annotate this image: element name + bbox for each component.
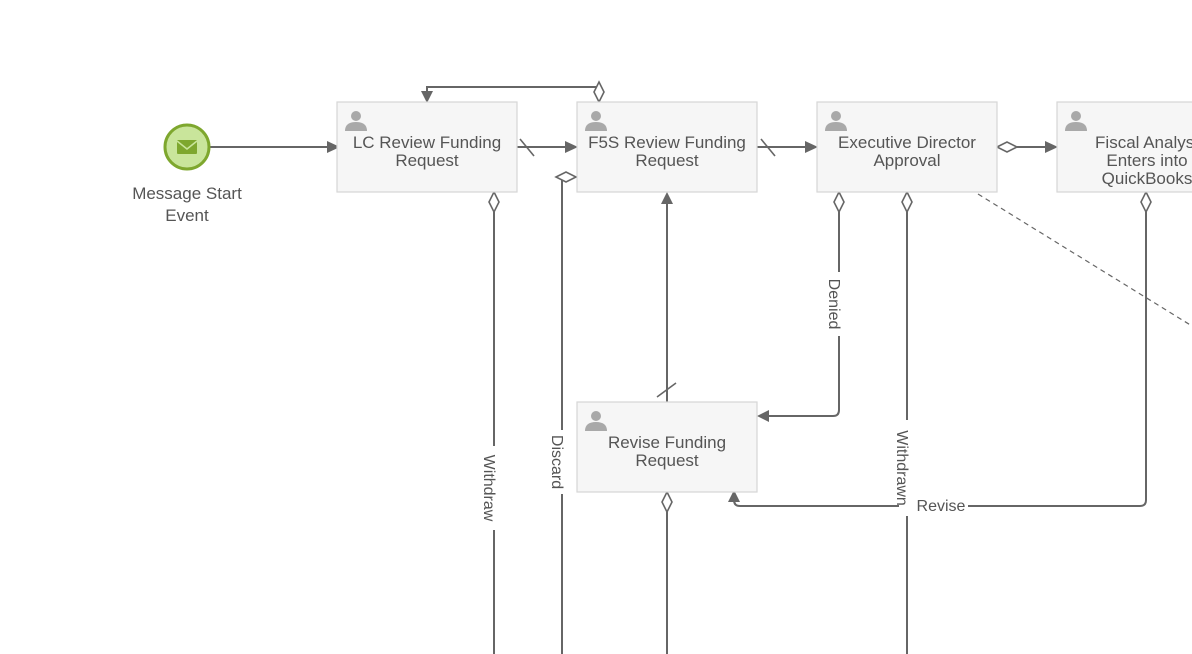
user-icon (345, 111, 367, 131)
edge-label-text: Denied (825, 279, 842, 330)
start-event-label-line2: Event (165, 206, 209, 225)
flow-fiscal-revise[interactable] (733, 212, 1147, 507)
task-label-line2: Request (635, 451, 699, 470)
message-start-event[interactable]: Message Start Event (132, 123, 242, 225)
task-f5s-review-funding-request[interactable]: F5S Review Funding Request (576, 101, 758, 193)
arrow-head (1045, 141, 1058, 153)
user-icon (585, 411, 607, 431)
task-label-line1: LC Review Funding (353, 133, 501, 152)
default-flow-marker (519, 138, 535, 157)
conditional-flow-marker (901, 190, 913, 214)
conditional-flow-marker (833, 190, 845, 214)
task-fiscal-analyst-enters-into-quickbooks[interactable]: Fiscal Analyst Enters into QuickBooks (1056, 101, 1192, 193)
arrow-head (661, 192, 673, 204)
association-line (977, 193, 1192, 327)
arrow-head (565, 141, 578, 153)
task-revise-funding-request[interactable]: Revise Funding Request (576, 401, 758, 493)
task-label-line1: F5S Review Funding (588, 133, 746, 152)
task-label-line3: QuickBooks (1102, 169, 1192, 188)
conditional-flow-marker (995, 141, 1019, 153)
edge-label-discard: Discard (548, 430, 570, 494)
flow-f5s-back-to-lc[interactable] (426, 86, 600, 102)
task-label-line1: Revise Funding (608, 433, 726, 452)
envelope-icon (176, 140, 198, 154)
conditional-flow-marker (488, 190, 500, 214)
task-label-line1: Fiscal Analyst (1095, 133, 1192, 152)
arrow-head (327, 141, 340, 153)
edge-label-text: Revise (917, 498, 966, 515)
conditional-flow-marker (661, 490, 673, 514)
arrow-head (728, 490, 740, 502)
task-label-line2: Enters into (1106, 151, 1187, 170)
task-box[interactable] (336, 101, 518, 193)
arrow-head (421, 91, 433, 103)
start-event-label-line1: Message Start (132, 184, 242, 203)
edge-label-withdrawn: Withdrawn (893, 420, 915, 516)
conditional-flow-marker (593, 80, 605, 104)
task-label-line2: Request (395, 151, 459, 170)
task-box[interactable] (816, 101, 998, 193)
edge-label-revise: Revise (914, 497, 968, 515)
edge-label-text: Withdrawn (893, 430, 910, 506)
user-icon (1065, 111, 1087, 131)
flow-f5s-discard[interactable] (561, 176, 577, 654)
flow-exec-denied[interactable] (768, 212, 840, 417)
task-lc-review-funding-request[interactable]: LC Review Funding Request (336, 101, 518, 193)
arrow-head (757, 410, 769, 422)
arrow-head (805, 141, 818, 153)
default-flow-marker (760, 138, 776, 157)
default-flow-marker (656, 382, 677, 398)
edge-label-withdraw: Withdraw (480, 446, 502, 530)
edge-label-text: Discard (548, 435, 565, 489)
task-box[interactable] (576, 401, 758, 493)
task-label-line2: Request (635, 151, 699, 170)
edge-label-denied: Denied (825, 272, 847, 336)
edge-label-text: Withdraw (480, 455, 497, 522)
conditional-flow-marker (554, 171, 578, 183)
user-icon (585, 111, 607, 131)
user-icon (825, 111, 847, 131)
task-box[interactable] (576, 101, 758, 193)
conditional-flow-marker (1140, 190, 1152, 214)
task-label-line1: Executive Director (838, 133, 976, 152)
task-label-line2: Approval (873, 151, 940, 170)
task-executive-director-approval[interactable]: Executive Director Approval (816, 101, 998, 193)
